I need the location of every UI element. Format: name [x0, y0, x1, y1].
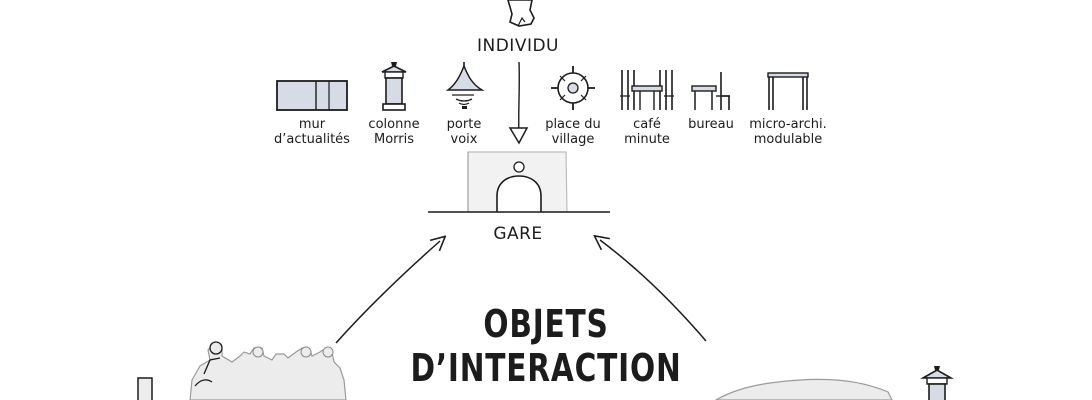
panel-bottom-left-icon — [137, 377, 153, 400]
morris-column-bottom-icon — [919, 366, 955, 400]
morris-column-icon — [381, 62, 407, 111]
mound-icon — [714, 378, 893, 400]
object-label-place: place du village — [545, 117, 601, 147]
modular-frame-icon — [767, 72, 809, 110]
arrow-right-to-gare — [600, 240, 707, 342]
megaphone-icon — [445, 62, 485, 109]
arrow-left-to-gare — [335, 241, 440, 344]
individu-label: INDIVIDU — [476, 36, 559, 56]
desk-icon — [691, 72, 730, 110]
object-label-cafe: café minute — [624, 117, 670, 147]
object-label-micro-archi: micro-archi. modulable — [749, 117, 827, 147]
diagram-main-title: OBJETS D’INTERACTION — [410, 302, 682, 390]
object-label-colonne: colonne Morris — [368, 117, 420, 147]
object-label-mur: mur d’actualités — [274, 117, 350, 147]
gare-building-icon — [428, 151, 610, 213]
gare-label: GARE — [493, 224, 543, 244]
cafe-stand-icon — [620, 70, 674, 110]
arrow-individu-to-gare — [508, 61, 529, 145]
object-label-porte-voix: porte voix — [446, 117, 482, 147]
person-top-icon — [507, 0, 535, 27]
object-label-bureau: bureau — [688, 117, 734, 132]
news-wall-icon — [276, 80, 348, 111]
crowd-icon — [189, 341, 347, 400]
village-square-icon — [551, 66, 595, 110]
